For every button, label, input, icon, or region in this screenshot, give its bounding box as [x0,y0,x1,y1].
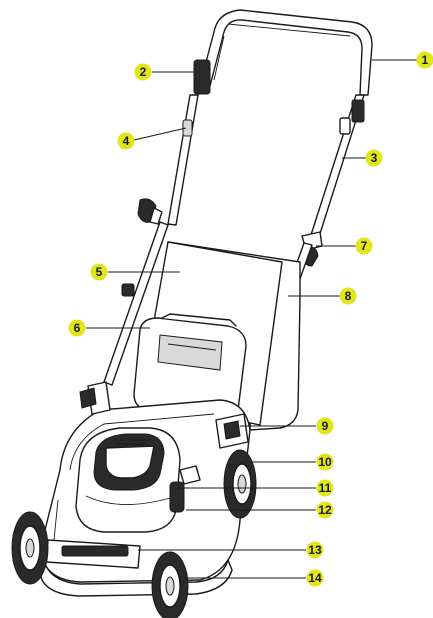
handle-right-upper [309,94,365,241]
callout-9: 9 [316,417,334,435]
svg-text:4: 4 [123,134,130,148]
battery-pack [93,433,165,491]
leader-lines [86,59,418,579]
svg-text:10: 10 [318,455,332,469]
front-left-wheel [11,511,49,585]
front-right-wheel [151,551,189,618]
svg-text:8: 8 [345,289,352,303]
svg-text:3: 3 [371,151,378,165]
front-bumper [45,539,141,569]
svg-text:2: 2 [140,65,147,79]
callout-13: 13 [306,541,324,559]
quick-release-left [137,198,163,225]
svg-text:13: 13 [308,543,322,557]
height-adjust-lever [169,465,201,513]
svg-text:14: 14 [308,571,322,585]
callout-6: 6 [68,319,86,337]
callout-12: 12 [316,501,334,519]
svg-text:7: 7 [361,239,368,253]
svg-text:5: 5 [96,265,103,279]
svg-text:1: 1 [422,53,429,67]
svg-text:11: 11 [319,481,332,495]
callout-5: 5 [90,263,108,281]
svg-text:12: 12 [318,503,332,517]
callout-4: 4 [117,132,135,150]
callout-7: 7 [355,237,373,255]
svg-text:9: 9 [322,419,329,433]
callout-1: 1 [416,51,433,69]
callout-3: 3 [365,149,383,167]
handle-left-upper [167,59,211,226]
callout-14: 14 [306,569,324,587]
svg-text:6: 6 [74,321,81,335]
rear-right-wheel [223,449,257,519]
callout-11: 11 [316,479,334,497]
callout-2: 2 [134,63,152,81]
handle-mount-right [215,413,249,449]
callout-10: 10 [316,453,334,471]
handle-top-bar [199,9,373,96]
handle-mount-left [79,381,111,415]
callout-8: 8 [339,287,357,305]
